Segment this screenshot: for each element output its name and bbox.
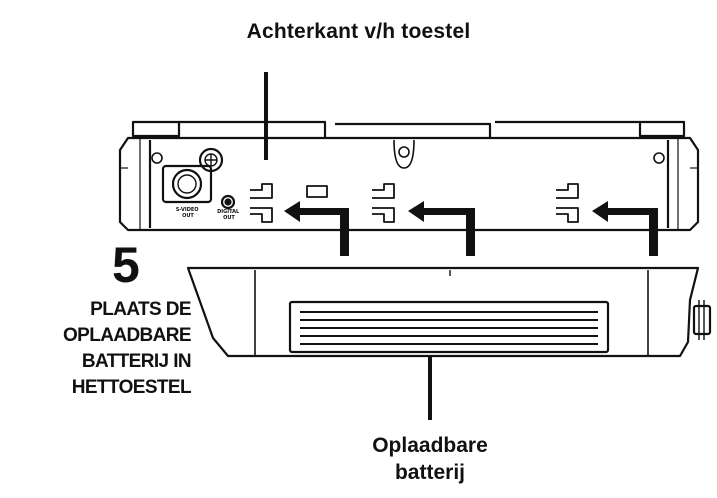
step-number: 5 xyxy=(112,237,140,293)
battery-pack xyxy=(186,266,712,358)
step-line: OPLAADBARE xyxy=(62,325,192,346)
screw-holes xyxy=(151,139,665,169)
connector-ports xyxy=(161,147,236,210)
device-back-label: Achterkant v/h toestel xyxy=(246,20,471,43)
arrow-left xyxy=(284,201,349,256)
arrow-right xyxy=(592,201,658,256)
device-top-edge xyxy=(131,120,686,138)
device-back-body xyxy=(118,136,700,232)
insertion-arrows xyxy=(284,201,658,256)
arrow-middle xyxy=(408,201,475,256)
port-label-svideo: S-VIDEO OUT xyxy=(176,207,201,219)
step-line: BATTERIJ IN xyxy=(81,351,192,372)
battery-label: Oplaadbare batterij xyxy=(330,432,530,486)
battery-label-line: batterij xyxy=(394,461,465,484)
step-line: PLAATS DE xyxy=(90,299,191,320)
port-label-digital: DIGITAL OUT xyxy=(217,209,241,221)
battery-vent-lines xyxy=(300,311,598,345)
battery-slots xyxy=(250,183,579,223)
step-line: HETTOESTEL xyxy=(71,377,192,398)
battery-label-line: Oplaadbare xyxy=(372,434,488,457)
step-instruction: PLAATS DE OPLAADBARE BATTERIJ IN HETTOES… xyxy=(62,297,192,401)
